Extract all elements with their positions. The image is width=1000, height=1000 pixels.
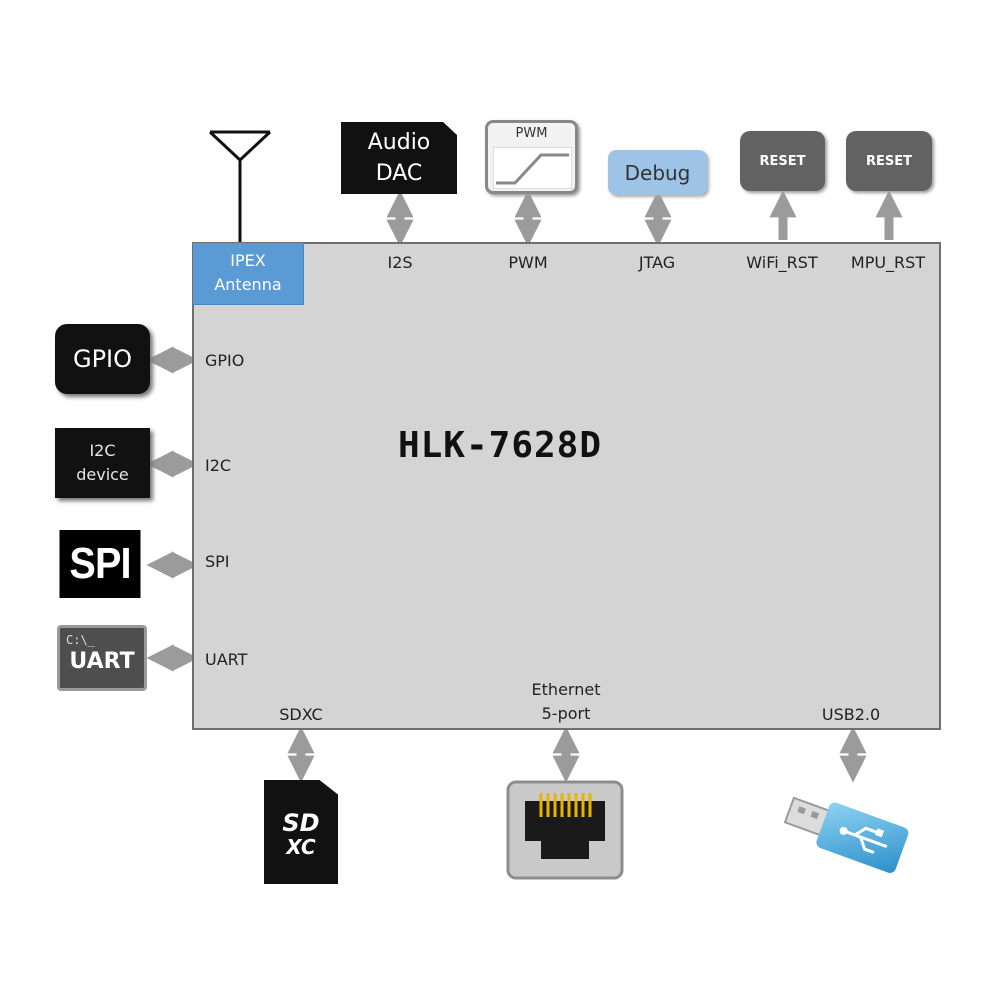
port-gpio: GPIO — [205, 351, 245, 370]
gpio-device: GPIO — [55, 324, 150, 394]
uart-device: C:\_ UART — [57, 625, 147, 691]
mpu-reset-label: RESET — [865, 153, 912, 169]
ipex-label: IPEX — [230, 251, 266, 270]
wifi-reset-button[interactable]: RESET — [740, 131, 825, 191]
uart-device-label: UART — [69, 649, 135, 674]
port-pwm: PWM — [508, 253, 548, 272]
uart-prompt: C:\_ — [66, 633, 95, 647]
port-i2s: I2S — [387, 253, 413, 272]
audio-dac-device: Audio DAC — [341, 122, 457, 194]
mpu-reset-button[interactable]: RESET — [846, 131, 932, 191]
port-ethernet-line2: 5-port — [541, 704, 591, 723]
port-spi: SPI — [205, 552, 230, 571]
module-board — [192, 242, 941, 730]
sdxc-card-icon: SD XC — [264, 780, 338, 884]
audio-dac-line2: DAC — [375, 161, 423, 186]
port-ethernet-line1: Ethernet — [531, 680, 601, 699]
spi-device: SPI — [59, 530, 141, 598]
gpio-device-label: GPIO — [72, 345, 133, 373]
module-title: HLK-7628D — [397, 425, 603, 466]
port-mpu-rst: MPU_RST — [850, 253, 926, 272]
ethernet-port-icon — [506, 780, 624, 880]
port-usb: USB2.0 — [821, 705, 881, 724]
antenna-label: Antenna — [214, 275, 282, 294]
wifi-reset-label: RESET — [759, 153, 806, 169]
pwm-device-label: PWM — [515, 126, 548, 141]
i2c-device: I2C device — [55, 428, 150, 498]
i2c-device-line1: I2C — [89, 441, 116, 460]
spi-device-label: SPI — [69, 539, 131, 588]
pwm-waveform-icon — [493, 147, 572, 189]
port-ethernet: Ethernet 5-port — [532, 678, 601, 726]
port-i2c: I2C — [205, 456, 232, 475]
pwm-device: PWM — [485, 120, 578, 194]
ipex-antenna-block: IPEX Antenna — [193, 243, 304, 305]
antenna-icon — [208, 130, 272, 242]
debug-device: Debug — [608, 150, 707, 195]
i2c-device-line2: device — [76, 465, 129, 484]
sd-logo-bottom: XC — [286, 835, 316, 859]
port-wifi-rst: WiFi_RST — [746, 253, 818, 272]
port-sdxc: SDXC — [279, 705, 323, 724]
port-jtag: JTAG — [638, 253, 676, 272]
sd-logo-top: SD — [282, 809, 320, 837]
debug-label: Debug — [624, 160, 691, 185]
audio-dac-line1: Audio — [367, 130, 431, 155]
port-uart: UART — [205, 650, 248, 669]
usb-stick-icon — [783, 796, 909, 873]
